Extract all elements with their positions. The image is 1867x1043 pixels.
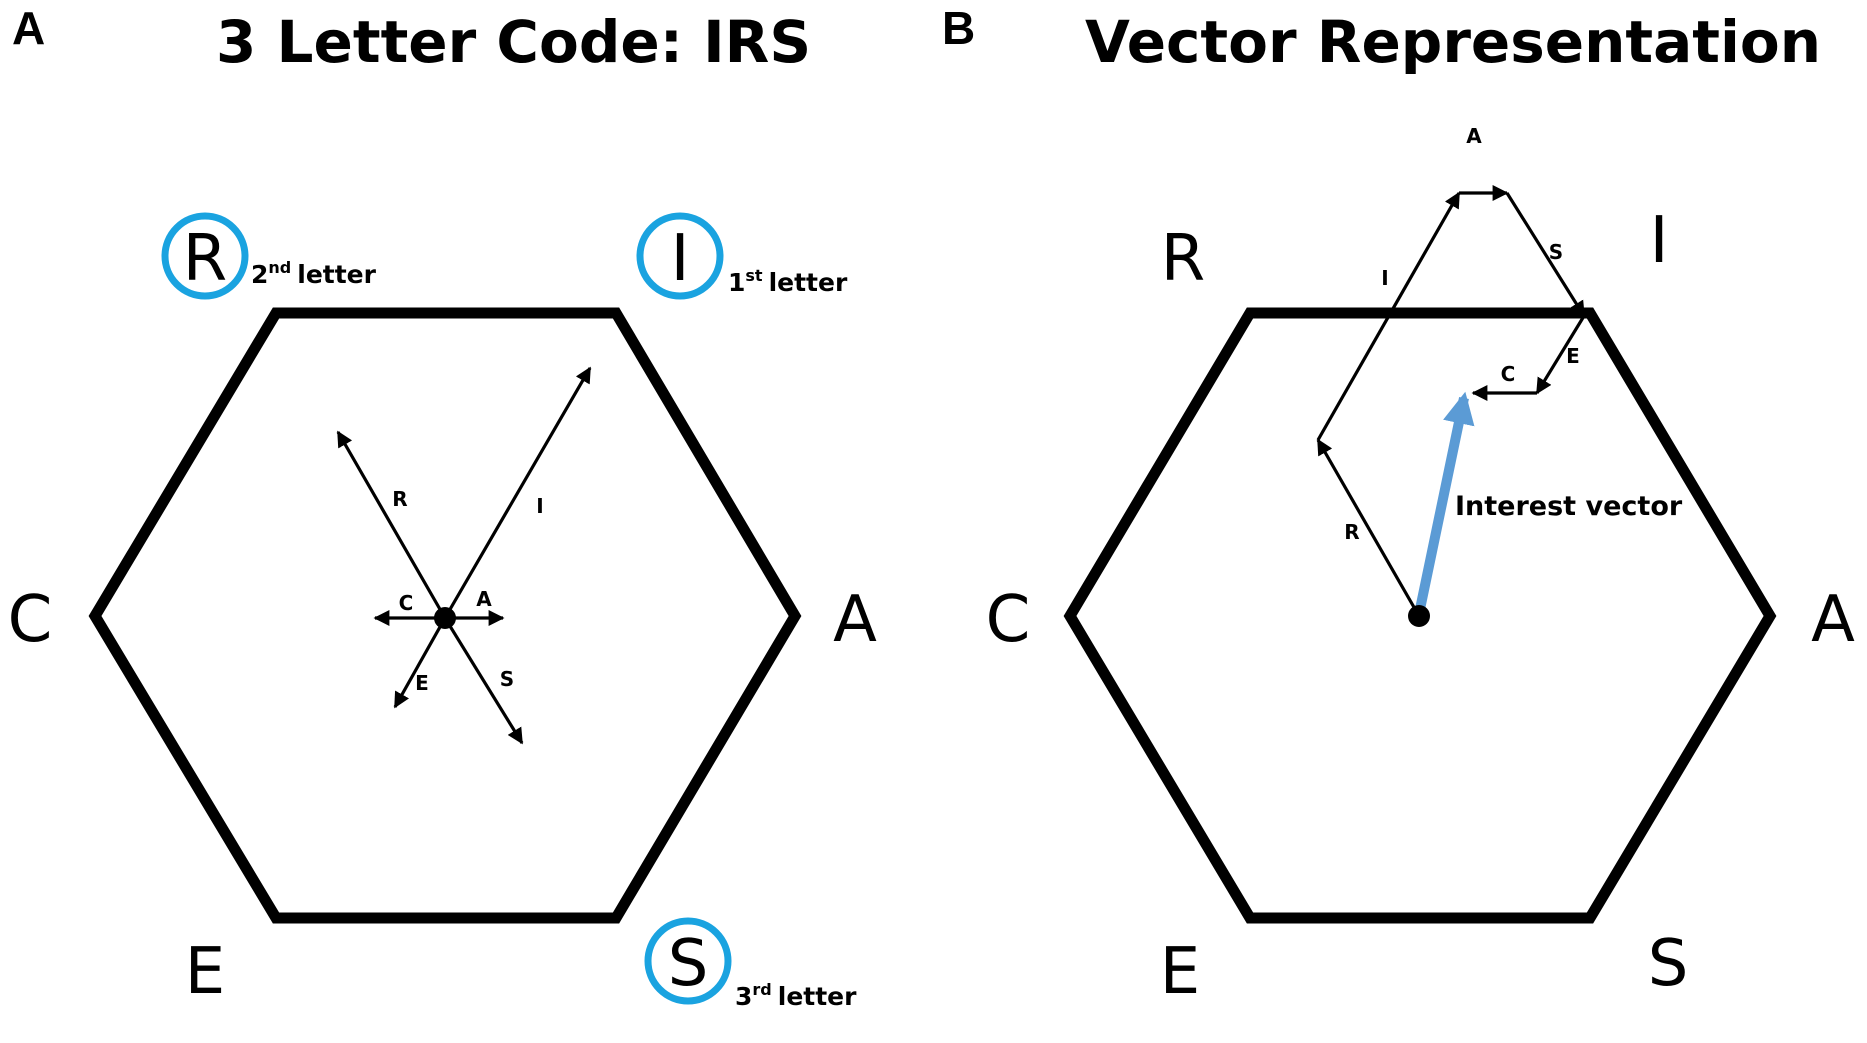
panel-a-origin-dot — [434, 607, 456, 629]
vertex-e-b: E — [1160, 935, 1200, 1009]
vertex-c: C — [8, 583, 53, 657]
vector-e — [393, 617, 447, 709]
ring-r-highlight — [161, 212, 249, 300]
chain-vector-e — [1535, 315, 1586, 395]
panel-b-hexagon — [1063, 307, 1777, 924]
panel-a-hexagon — [88, 307, 802, 924]
chain-label-c: C — [1501, 362, 1516, 386]
vertex-a: A — [833, 583, 877, 657]
panel-b-title: Vector Representation — [1085, 8, 1821, 76]
vertex-c-b: C — [986, 583, 1031, 657]
chain-vector-s — [1505, 192, 1586, 318]
ring-i-highlight — [636, 212, 724, 300]
vertex-e: E — [185, 935, 225, 1009]
chain-label-a: A — [1466, 124, 1482, 148]
label-vector-a: A — [476, 587, 492, 611]
chain-vector-r — [1316, 438, 1421, 617]
ring-s-highlight — [644, 917, 732, 1005]
label-vector-e: E — [415, 671, 429, 695]
chain-label-e: E — [1566, 344, 1580, 368]
vertex-i: I — [671, 222, 690, 296]
vector-i — [443, 366, 592, 619]
interest-vector-label: Interest vector — [1455, 491, 1683, 522]
chain-label-s: S — [1549, 240, 1563, 264]
chain-vector-i — [1316, 191, 1461, 441]
vertex-s-b: S — [1648, 927, 1689, 1001]
vertex-s: S — [668, 927, 709, 1001]
chain-label-i: I — [1381, 266, 1388, 290]
label-vector-c: C — [399, 591, 414, 615]
vertex-r-b: R — [1161, 222, 1205, 296]
vertex-i-b: I — [1650, 204, 1669, 278]
panel-b: B Vector Representation R I C A E S R I … — [942, 2, 1855, 1009]
vertex-a-b: A — [1811, 583, 1855, 657]
vector-s — [443, 617, 524, 745]
vector-r — [336, 430, 447, 619]
panel-a-label: A — [12, 2, 45, 54]
panel-b-origin-dot — [1408, 605, 1430, 627]
label-vector-r: R — [392, 487, 407, 511]
panel-b-label: B — [942, 2, 975, 54]
chain-label-r: R — [1344, 520, 1359, 544]
panel-a-title: 3 Letter Code: IRS — [216, 8, 811, 76]
label-vector-s: S — [500, 667, 514, 691]
vertex-r: R — [183, 222, 227, 296]
label-vector-i: I — [536, 494, 543, 518]
interest-vector-arrow — [1414, 391, 1475, 616]
